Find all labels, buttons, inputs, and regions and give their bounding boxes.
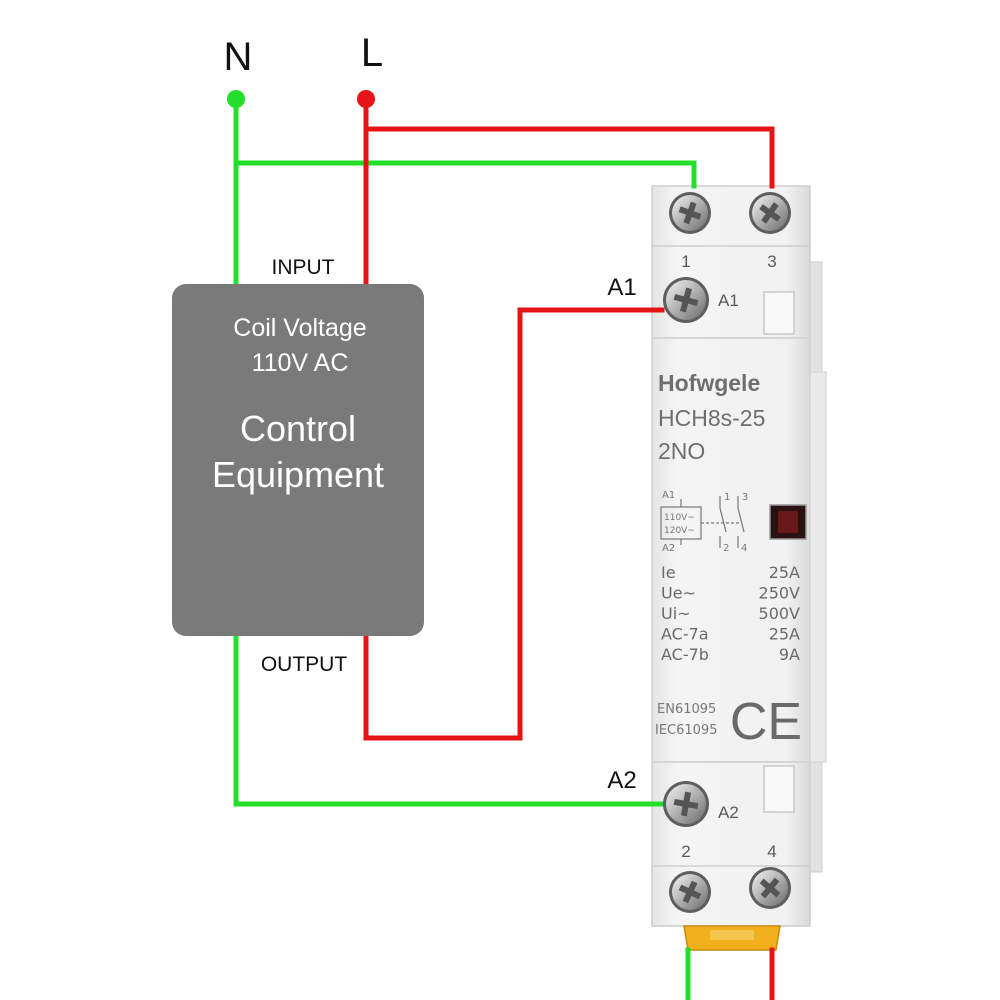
wires [233,97,775,1000]
schematic-a1: A1 [662,490,675,501]
neutral-wire-output-to-a2 [233,633,665,807]
spec-value: 25A [769,563,800,582]
schematic-n1: 1 [724,492,730,503]
screw-terminal-2 [669,871,711,913]
contact-schematic [660,496,745,548]
spec-label: Ui~ [661,604,691,623]
spec-value: 500V [759,604,801,623]
screw-coil-a2 [663,781,709,827]
din-rail-clip-tab [710,930,754,940]
spec-label: AC-7a [661,625,709,644]
schematic-voltage-2: 120V~ [664,526,695,536]
top-slot [763,291,795,335]
spec-label: AC-7b [661,645,709,664]
live-wire-output-to-a1 [363,307,665,741]
terminal-number-2: 2 [681,842,690,861]
input-label: INPUT [272,256,335,279]
contact-config: 2NO [658,438,705,464]
schematic-voltage-1: 110V~ [664,513,695,523]
output-label: OUTPUT [261,653,348,676]
neutral-wire-to-terminal-1 [233,160,697,189]
spec-value: 25A [769,625,800,644]
schematic-n2: 2 [723,543,729,554]
bottom-slot [763,765,795,813]
terminal-number-4: 4 [767,842,776,861]
control-equipment-box: Coil Voltage 110V AC Control Equipment [172,284,424,636]
screw-terminal-1 [669,192,711,234]
neutral-supply-dot [227,90,245,108]
terminal-number-1: 1 [681,252,690,271]
live-label: L [361,31,383,75]
terminal-number-3: 3 [767,252,776,271]
schematic-a2: A2 [662,543,675,554]
schematic-n4: 4 [741,543,747,554]
standard-iec61095: IEC61095 [655,723,717,738]
spec-value: 250V [759,584,801,603]
standard-en61095: EN61095 [657,702,716,717]
spec-value: 9A [779,645,800,664]
screw-terminal-3 [749,192,791,234]
control-equipment-title-2: Equipment [212,454,384,495]
screw-coil-a1 [663,277,709,323]
spec-table: Ie 25A Ue~ 250V Ui~ 500V AC-7a 25A AC-7b 9A [661,563,800,664]
coil-voltage-line-1: Coil Voltage [233,314,366,342]
screws [663,192,791,913]
control-equipment-title-1: Control [240,408,356,449]
side-step-bottom [809,761,823,873]
model-number: HCH8s-25 [658,405,765,431]
control-box-body [172,284,424,636]
schematic-n3: 3 [742,492,748,503]
external-a1-label: A1 [607,274,636,301]
coil-voltage-line-2: 110V AC [252,349,349,377]
status-indicator-flag [778,511,798,533]
spec-label: Ue~ [661,584,696,603]
side-step-top [809,261,823,373]
side-step-mid [809,371,827,763]
spec-label: Ie [661,563,676,582]
live-supply-dot [357,90,375,108]
live-wire-to-terminal-3 [363,126,775,189]
external-a2-label: A2 [607,767,636,794]
screw-terminal-4 [749,867,791,909]
coil-terminal-a2-label: A2 [718,803,739,822]
ce-mark: CE [730,693,802,751]
neutral-label: N [224,35,253,79]
coil-terminal-a1-label: A1 [718,291,739,310]
brand-name: Hofwgele [658,370,760,396]
